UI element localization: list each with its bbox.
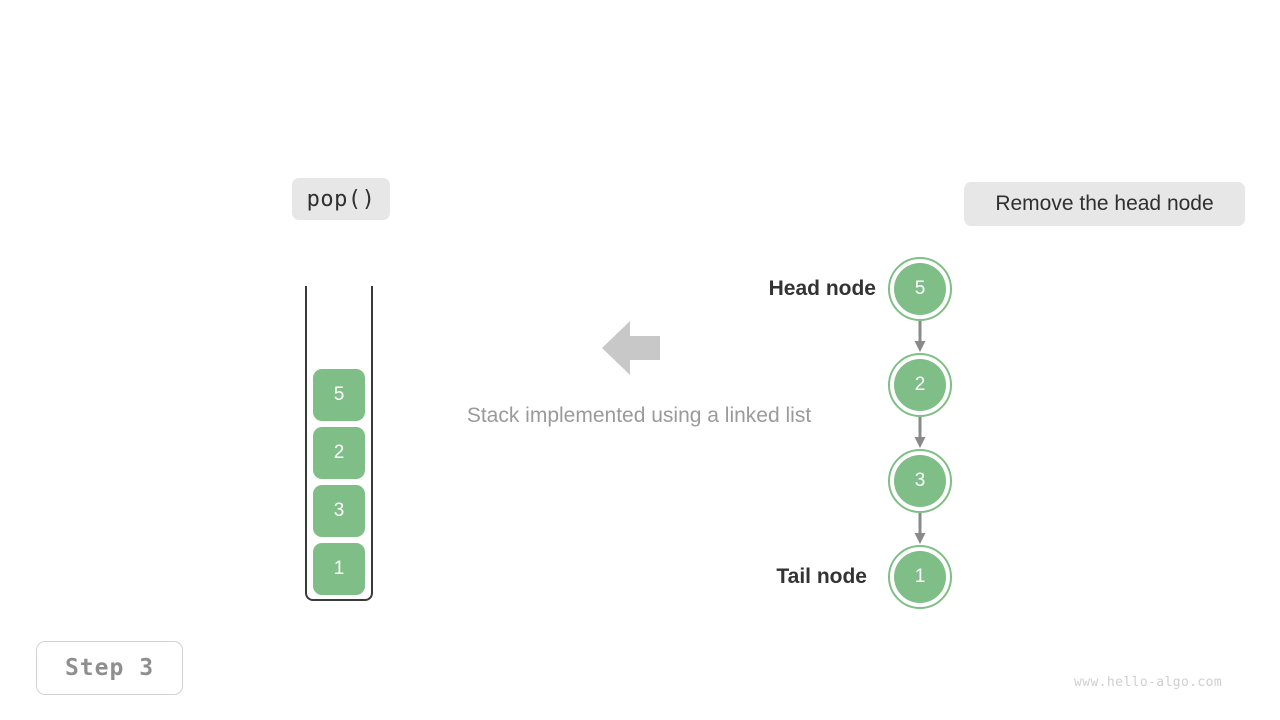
list-node-value: 5 bbox=[914, 278, 926, 299]
operation-badge: pop() bbox=[292, 178, 390, 220]
stack-cell: 5 bbox=[313, 369, 365, 421]
list-node: 5 bbox=[888, 257, 952, 321]
list-node-value: 2 bbox=[914, 374, 926, 395]
arrow-left-icon bbox=[602, 320, 660, 376]
arrow-down-icon bbox=[914, 321, 926, 353]
list-node-value: 1 bbox=[914, 566, 926, 587]
stack-cell-value: 5 bbox=[333, 384, 345, 405]
list-node-circle: 3 bbox=[894, 455, 946, 507]
tail-node-label: Tail node bbox=[776, 565, 867, 588]
arrow-down-icon bbox=[914, 513, 926, 545]
operation-label: pop() bbox=[306, 186, 376, 212]
watermark: www.hello-algo.com bbox=[1074, 675, 1223, 690]
stack-cell: 1 bbox=[313, 543, 365, 595]
caption-text: Stack implemented using a linked list bbox=[466, 404, 812, 427]
step-badge: Step 3 bbox=[36, 641, 183, 695]
stack-cell-value: 2 bbox=[333, 442, 345, 463]
stack-cell: 3 bbox=[313, 485, 365, 537]
list-node-circle: 5 bbox=[894, 263, 946, 315]
arrow-down-icon bbox=[914, 417, 926, 449]
stack-cell: 2 bbox=[313, 427, 365, 479]
list-node: 3 bbox=[888, 449, 952, 513]
linked-list: 5 2 3 1 bbox=[888, 257, 952, 609]
list-node-circle: 1 bbox=[894, 551, 946, 603]
list-node: 2 bbox=[888, 353, 952, 417]
action-badge: Remove the head node bbox=[964, 182, 1245, 226]
list-node-circle: 2 bbox=[894, 359, 946, 411]
list-node: 1 bbox=[888, 545, 952, 609]
list-node-value: 3 bbox=[914, 470, 926, 491]
caption: Stack implemented using a linked list bbox=[0, 404, 1280, 428]
stack-cell-value: 3 bbox=[333, 500, 345, 521]
step-label: Step 3 bbox=[64, 655, 155, 681]
head-node-label: Head node bbox=[768, 277, 876, 300]
stack-container: 5 2 3 1 bbox=[305, 286, 373, 601]
stack-items: 5 2 3 1 bbox=[307, 369, 371, 595]
stack-cell-value: 1 bbox=[333, 558, 345, 579]
action-label: Remove the head node bbox=[995, 192, 1214, 215]
